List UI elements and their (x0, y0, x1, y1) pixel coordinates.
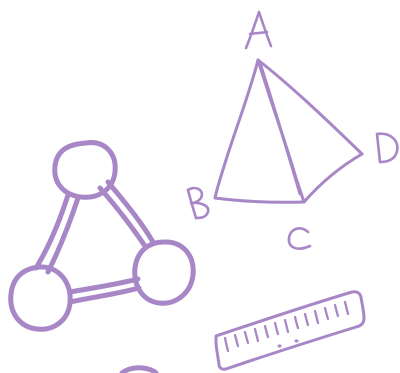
label-d: D (0, 0, 397, 162)
pyramid-edge-ab (215, 60, 258, 198)
pyramid-labels: A B C D (0, 0, 397, 249)
pyramid-edge-ac-shadow (261, 66, 300, 194)
graph-edge-right-inner (108, 182, 153, 242)
ruler-outline (216, 292, 364, 370)
triangle-graph-icon (11, 143, 193, 330)
graph-edge-left-outer (36, 195, 68, 268)
label-c: C (0, 0, 310, 249)
graph-node-top (55, 143, 115, 198)
graph-nodes (11, 143, 193, 330)
partial-circle-bottom (122, 368, 156, 373)
label-a: A (0, 0, 271, 48)
pyramid-icon (215, 60, 362, 202)
pyramid-edge-bc (215, 198, 304, 202)
circle-icon (122, 368, 156, 373)
ruler-icon (216, 292, 364, 370)
label-b: B (0, 0, 208, 218)
graph-node-left (11, 267, 70, 329)
pyramid-edge-cd (304, 154, 362, 202)
graph-node-right (135, 242, 193, 303)
